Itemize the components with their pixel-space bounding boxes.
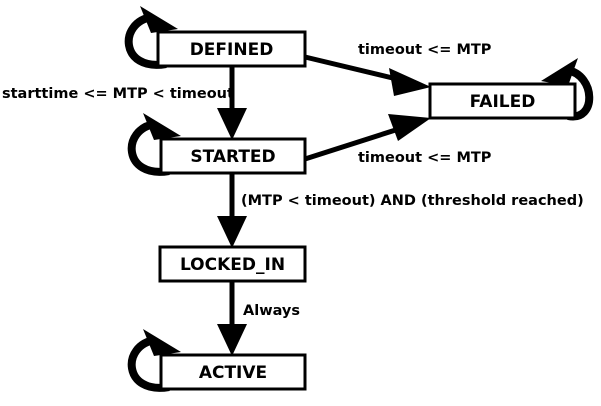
state-node-locked-in[interactable]: LOCKED_IN (158, 245, 307, 283)
state-box-locked-in[interactable] (158, 245, 307, 283)
state-box-defined[interactable] (156, 30, 307, 68)
defined-to-started-arrowhead (217, 108, 247, 140)
edge-label-timeout-started-failed: timeout <= MTP (358, 150, 492, 166)
defined-self-loop-path (124, 13, 167, 69)
transition-started-to-lockedin (217, 173, 247, 248)
transition-started-to-failed (304, 114, 431, 162)
lockedin-to-active-arrowhead (217, 324, 247, 356)
transition-lockedin-to-active (217, 281, 247, 356)
active-self-loop-path (127, 336, 170, 392)
state-node-defined[interactable]: DEFINED (156, 30, 307, 68)
state-label-started: STARTED (190, 147, 275, 167)
transition-defined-to-failed (304, 54, 431, 96)
active-self-loop-arrowhead (143, 329, 181, 356)
transition-defined-to-started (217, 66, 247, 140)
state-node-failed[interactable]: FAILED (428, 82, 577, 120)
edge-label-always: Always (243, 303, 300, 319)
failed-self-loop-arrowhead (541, 58, 578, 86)
edge-label-starttime: starttime <= MTP < timeout (2, 86, 234, 102)
defined-to-failed-line (304, 54, 406, 84)
state-label-failed: FAILED (470, 92, 536, 112)
started-self-loop-path (127, 120, 170, 176)
edge-label-timeout-defined-failed: timeout <= MTP (358, 42, 492, 58)
transition-started-self (127, 113, 181, 176)
state-node-active[interactable]: ACTIVE (159, 353, 307, 391)
defined-to-failed-arrowhead (389, 68, 431, 96)
transition-defined-self (124, 6, 178, 69)
edge-label-threshold-reached: (MTP < timeout) AND (threshold reached) (241, 193, 584, 209)
state-box-started[interactable] (159, 137, 307, 175)
state-label-locked-in: LOCKED_IN (180, 255, 285, 275)
started-to-failed-arrowhead (388, 114, 431, 141)
state-label-active: ACTIVE (199, 363, 267, 383)
started-self-loop-arrowhead (143, 113, 181, 140)
started-to-failed-line (304, 124, 406, 162)
transition-active-self (127, 329, 181, 392)
defined-self-loop-arrowhead (140, 6, 178, 33)
state-box-active[interactable] (159, 353, 307, 391)
started-to-lockedin-arrowhead (217, 216, 247, 248)
state-box-failed[interactable] (428, 82, 577, 120)
state-node-started[interactable]: STARTED (159, 137, 307, 175)
state-label-defined: DEFINED (190, 40, 274, 60)
